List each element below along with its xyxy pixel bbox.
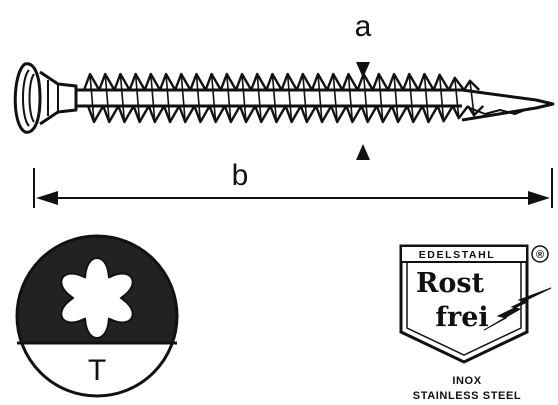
thread-crest-bottom [86,105,485,124]
torx-star-icon [60,256,134,340]
thread-flank [134,73,141,123]
thread-flank [347,73,354,123]
thread-flank [226,73,232,123]
screw-head-disc [13,62,42,134]
diameter-label: a [355,10,372,43]
length-label: b [232,159,249,192]
thread-flank [256,73,262,123]
thread-flank [423,73,430,123]
thread-flank [89,73,95,123]
registered-mark-circle [531,245,549,263]
registered-mark: ® [536,249,544,261]
thread-flank [378,73,384,123]
screw-thread [82,72,485,124]
thread-flank [362,73,369,123]
diameter-arrow-bottom [356,144,370,160]
thread-crest-top [82,72,481,91]
badge-word-rost: Rost [416,268,485,299]
drive-outline [15,234,179,398]
thread-flank [150,73,156,123]
thread-flank [393,73,399,123]
badge-top-text: EDELSTAHL [419,249,496,261]
thread-flank [286,73,293,123]
drive-type-symbol: T [15,234,179,398]
diameter-arrow-top [356,62,370,78]
thread-flank [332,73,338,123]
thread-flank [438,74,445,122]
length-arrow-left [36,191,58,205]
screw-head-rim-inner [28,73,35,123]
badge-word-frei: frei [435,302,488,333]
screw-tip [461,88,555,122]
badge-caption-stainless: STAINLESS STEEL [413,390,521,402]
thread-flank [165,73,171,123]
thread-flank [180,73,186,123]
thread-flank [317,73,323,123]
thread-flank [241,73,247,123]
badge-top-band [400,245,528,263]
thread-flank [104,73,110,123]
badge-caption-inox: INOX [452,375,481,387]
length-arrow-right [528,191,550,205]
thread-flank [454,77,460,119]
thread-flank [302,73,308,123]
rostfrei-quality-badge: EDELSTAHL ® Rost frei INOX STAINLESS STE… [399,244,552,402]
thread-flank [119,73,126,123]
thread-flank [408,73,414,123]
dimension-lines [33,62,553,208]
screw-tip-cut [469,107,531,115]
drive-label: T [88,354,106,387]
thread-flank [195,73,202,123]
screw-underhead [39,70,78,126]
screw-head-rim [22,69,30,127]
lightning-bolt-icon [483,287,552,331]
screw-shank [76,88,462,108]
thread-flank [210,73,217,123]
thread-flank [271,73,278,123]
screw-side-view [13,62,555,134]
